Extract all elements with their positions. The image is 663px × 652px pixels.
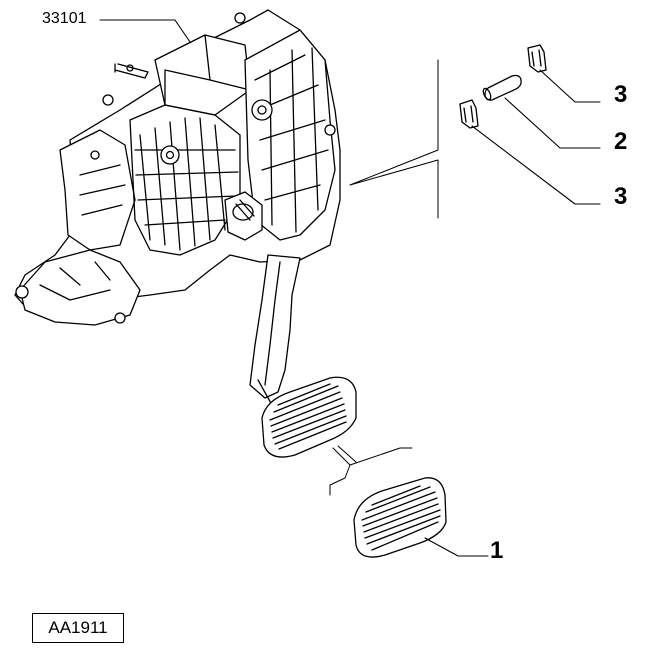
clip-top [527,44,547,73]
clip-bottom [459,99,479,129]
leader-1 [424,537,489,557]
leader-2 [504,97,601,149]
callout-3-bottom: 3 [614,183,628,210]
pedal-arm [249,254,301,406]
pedal-box-housing [14,9,341,326]
assembly-number-label: 33101 [42,10,87,27]
callout-3-top: 3 [614,81,628,108]
leader-33101 [99,19,191,43]
reference-code-box: AA1911 [32,613,124,643]
callout-1: 1 [490,537,504,564]
exploded-view-bracket [329,59,439,496]
pin [482,74,522,101]
leader-3-bottom [471,125,601,205]
pedal-pad-lower [353,477,447,558]
leader-3-top [539,69,601,103]
callout-2: 2 [614,128,628,155]
pedal-pad-upper [261,376,357,458]
leader-lines [99,19,601,557]
